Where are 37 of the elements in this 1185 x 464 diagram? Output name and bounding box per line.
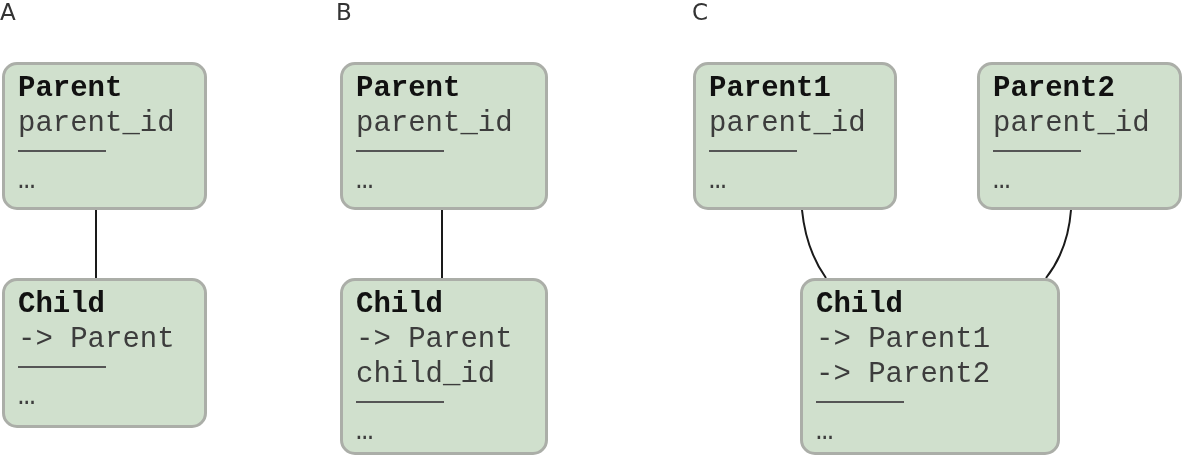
field-text: -> Parent2 [816, 357, 991, 392]
connector-line [801, 209, 827, 279]
entity-box [2, 278, 207, 428]
ellipsis-text: … [356, 163, 374, 198]
field-text: parent_id [993, 106, 1150, 141]
entity-name: Parent1 [709, 71, 831, 106]
entity-name: Parent [18, 71, 123, 106]
entity-box [2, 62, 207, 210]
entity-name: Child [356, 287, 443, 322]
entity-name: Parent [356, 71, 461, 106]
connector-line [441, 209, 443, 279]
entity-name: Parent2 [993, 71, 1115, 106]
panel-label: B [336, 0, 352, 24]
entity-box [800, 278, 1060, 455]
connector-line [95, 209, 97, 279]
entity-box [340, 278, 548, 455]
entity-name: Child [18, 287, 105, 322]
ellipsis-text: … [356, 414, 374, 449]
connector-line [1045, 209, 1072, 279]
ellipsis-text: … [18, 163, 36, 198]
entity-name: Child [816, 287, 903, 322]
field-text: parent_id [18, 106, 175, 141]
ellipsis-text: … [18, 379, 36, 414]
field-text: -> Parent1 [816, 322, 991, 357]
ellipsis-text: … [993, 163, 1011, 198]
field-text: parent_id [709, 106, 866, 141]
entity-box [340, 62, 548, 210]
field-text: child_id [356, 357, 496, 392]
entity-box [693, 62, 897, 210]
field-text: -> Parent [356, 322, 513, 357]
field-text: parent_id [356, 106, 513, 141]
panel-label: C [692, 0, 709, 24]
ellipsis-text: … [816, 414, 834, 449]
entity-box [977, 62, 1182, 210]
field-text: -> Parent [18, 322, 175, 357]
ellipsis-text: … [709, 163, 727, 198]
panel-label: A [0, 0, 16, 24]
